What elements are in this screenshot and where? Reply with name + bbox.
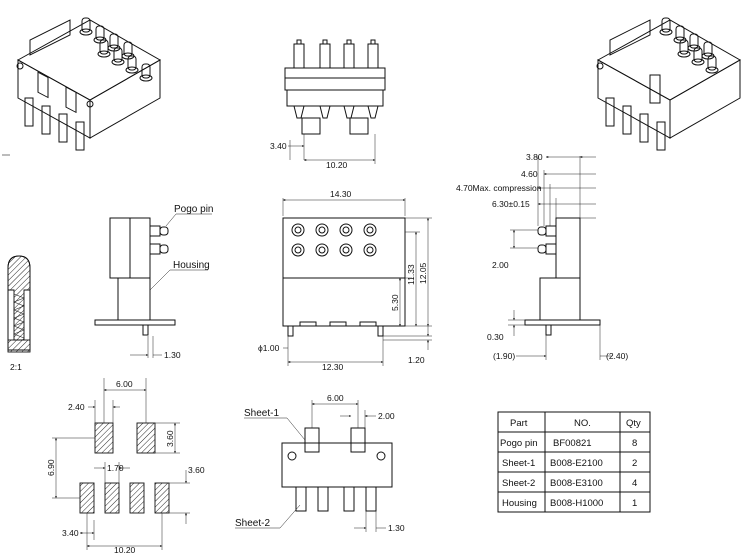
dim-bot-1-30: 1.30 — [388, 523, 405, 533]
dim-pad-6-00: 6.00 — [116, 379, 133, 389]
dim-side-1-30: 1.30 — [164, 350, 181, 360]
dim-rs-3-80: 3.80 — [526, 152, 543, 162]
dim-front-12-05: 12.05 — [418, 262, 428, 284]
dim-pad-6-90: 6.90 — [46, 459, 56, 476]
dim-front-5-30: 5.30 — [390, 294, 400, 311]
side-view: Pogo pin Housing 1.30 — [94, 204, 213, 360]
bottom-view: 6.00 2.00 Sheet-1 Sheet-2 1.30 — [235, 393, 405, 533]
dim-rs-4-70-max: 4.70Max. compression — [456, 183, 542, 193]
front-view: 14.30 11.33 12.05 5.30 ϕ1.00 12.30 1.20 — [258, 189, 432, 372]
table-header-no: NO. — [574, 418, 591, 429]
dim-bot-2-00: 2.00 — [378, 411, 395, 421]
dim-front-12-30: 12.30 — [322, 362, 344, 372]
iso-legs-right — [605, 97, 666, 151]
right-side-dim-lines — [508, 156, 612, 360]
dim-rs-6-30: 6.30±0.15 — [492, 199, 530, 209]
dim-front-phi-1-00: ϕ1.00 — [258, 343, 280, 353]
table-cell-no: B008-E2100 — [550, 458, 603, 469]
dim-rs-4-60: 4.60 — [521, 169, 538, 179]
front-view-pin-holes — [291, 223, 377, 257]
table-cell-part: Housing — [502, 498, 537, 509]
table-cell-no: B008-E3100 — [550, 478, 603, 489]
dim-pad-3-60-a: 3.60 — [165, 430, 175, 447]
dim-front-11-33: 11.33 — [406, 264, 416, 285]
top-view: 3.40 10.20 — [270, 39, 386, 170]
dim-pad-3-60-b: 3.60 — [188, 465, 205, 475]
iso-pins-left — [79, 17, 153, 82]
dim-pad-10-20: 10.20 — [114, 545, 136, 555]
dim-front-1-20: 1.20 — [408, 355, 425, 365]
table-cell-part: Sheet-1 — [502, 458, 535, 469]
top-view-pins — [293, 39, 379, 135]
dim-front-14-30: 14.30 — [330, 189, 352, 199]
dim-rs-0-30: 0.30 — [487, 332, 504, 342]
callout-pogo-pin: Pogo pin — [174, 204, 213, 215]
table-header-part: Part — [510, 418, 528, 429]
callout-sheet-1: Sheet-1 — [244, 408, 279, 419]
dim-rs-2-40: (2.40) — [606, 351, 628, 361]
right-side-view: 3.80 4.60 4.70Max. compression 6.30±0.15… — [456, 152, 628, 361]
isometric-view-left — [2, 17, 162, 156]
table-cell-qty: 2 — [632, 458, 637, 469]
iso-legs-left — [24, 97, 85, 151]
table-cell-no: B008-H1000 — [550, 498, 603, 509]
callout-sheet-2: Sheet-2 — [235, 518, 270, 529]
pad-layout: 6.00 2.40 3.60 6.90 1.70 3.60 3.40 10.20 — [46, 378, 205, 555]
dim-top-10-20: 10.20 — [326, 160, 348, 170]
dim-rs-2-00: 2.00 — [492, 260, 509, 270]
callout-housing: Housing — [173, 260, 210, 271]
dim-pad-3-40: 3.40 — [62, 528, 79, 538]
dim-pad-2-40: 2.40 — [68, 402, 85, 412]
table-cell-qty: 4 — [632, 478, 637, 489]
iso-pins-right — [659, 17, 719, 74]
pogo-pin-detail: 2:1 — [7, 255, 31, 372]
table-header-qty: Qty — [626, 418, 641, 429]
dim-top-3-40: 3.40 — [270, 141, 287, 151]
right-side-pins — [537, 225, 557, 255]
dim-rs-1-90: (1.90) — [493, 351, 515, 361]
dim-bot-6-00: 6.00 — [327, 393, 344, 403]
side-pins — [149, 225, 169, 255]
scale-label: 2:1 — [10, 362, 22, 372]
table-cell-part: Sheet-2 — [502, 478, 535, 489]
table-cell-qty: 8 — [632, 438, 637, 449]
dim-pad-1-70: 1.70 — [107, 463, 124, 473]
table-cell-qty: 1 — [632, 498, 637, 509]
table-cell-no: BF00821 — [553, 438, 592, 449]
parts-table: Part NO. Qty Pogo pin BF00821 8 Sheet-1 … — [497, 411, 651, 513]
isometric-view-right — [596, 17, 742, 151]
table-cell-part: Pogo pin — [500, 438, 538, 449]
pogo-spring — [13, 293, 25, 339]
